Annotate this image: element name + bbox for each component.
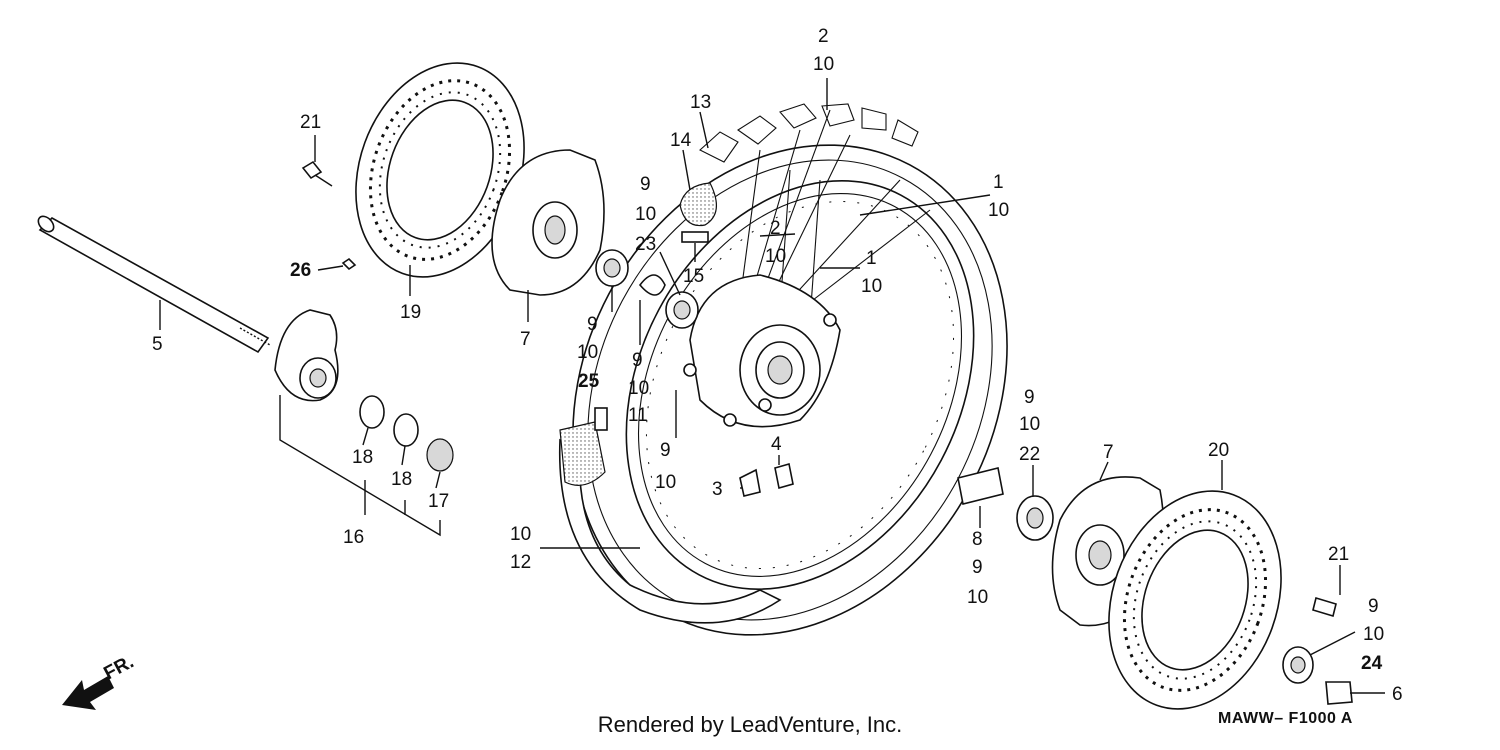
callout: 24 bbox=[1361, 653, 1383, 674]
callout: 9 bbox=[640, 174, 651, 195]
brake-disc-right bbox=[1108, 490, 1282, 710]
callout: 9 bbox=[1368, 596, 1379, 617]
seal-18a bbox=[359, 395, 385, 429]
valve-cap bbox=[774, 462, 794, 490]
callout: 21 bbox=[1328, 544, 1349, 565]
callout: 17 bbox=[428, 491, 449, 512]
callout: 14 bbox=[670, 130, 692, 151]
callout: 11 bbox=[628, 405, 648, 426]
callout: 10 bbox=[577, 342, 598, 363]
callout: 5 bbox=[152, 334, 163, 355]
callout: 18 bbox=[391, 469, 412, 490]
retainer bbox=[638, 274, 666, 296]
callout: 7 bbox=[1103, 442, 1114, 463]
callout: 12 bbox=[510, 552, 531, 573]
callout: 15 bbox=[683, 266, 704, 287]
disc-bolt-left bbox=[301, 160, 357, 271]
callout: 21 bbox=[300, 112, 321, 133]
callout: 9 bbox=[972, 557, 983, 578]
callout: 8 bbox=[972, 529, 983, 550]
front-arrow-icon: FR. bbox=[62, 652, 137, 710]
brake-disc-left bbox=[355, 62, 525, 278]
callout: 1 bbox=[866, 248, 877, 269]
callout: 7 bbox=[520, 329, 531, 350]
callout: 2 bbox=[818, 26, 829, 47]
speedometer-gearbox bbox=[274, 309, 339, 402]
seal-18b bbox=[393, 413, 419, 447]
callout: 9 bbox=[1024, 387, 1035, 408]
disc-bolt-right bbox=[1312, 596, 1337, 618]
callout: 23 bbox=[635, 234, 656, 255]
axle bbox=[37, 215, 271, 354]
collar-6 bbox=[1325, 681, 1353, 705]
valve-stem bbox=[739, 468, 761, 497]
callout: 3 bbox=[712, 479, 723, 500]
callout: 20 bbox=[1208, 440, 1229, 461]
callout: 9 bbox=[587, 314, 598, 335]
hub bbox=[683, 274, 841, 428]
tube-section bbox=[679, 182, 717, 243]
callout-labels: 2 10 13 14 9 10 1 10 2 10 15 23 1 10 21 … bbox=[152, 26, 1403, 705]
disc-cover-left bbox=[491, 149, 605, 296]
callout: 10 bbox=[1363, 624, 1384, 645]
callout: 16 bbox=[343, 527, 364, 548]
callout: 22 bbox=[1019, 444, 1040, 465]
callout: 25 bbox=[578, 371, 600, 392]
callout: 13 bbox=[690, 92, 711, 113]
callout: 10 bbox=[510, 524, 531, 545]
callout: 10 bbox=[628, 378, 649, 399]
callout: 4 bbox=[771, 434, 782, 455]
callout: 2 bbox=[770, 218, 781, 239]
callout: 10 bbox=[988, 200, 1009, 221]
callout: 10 bbox=[765, 246, 786, 267]
callout: 10 bbox=[655, 472, 676, 493]
callout: 26 bbox=[290, 260, 311, 281]
spacer-8 bbox=[957, 467, 1004, 505]
figure-code: MAWW– F1000 A bbox=[1218, 710, 1353, 727]
callout: 6 bbox=[1392, 684, 1403, 705]
callout: 9 bbox=[632, 350, 643, 371]
callout: 9 bbox=[660, 440, 671, 461]
leader-lines bbox=[159, 78, 1385, 694]
callout: 19 bbox=[400, 302, 421, 323]
callout: 10 bbox=[861, 276, 882, 297]
callout: 18 bbox=[352, 447, 373, 468]
callout: 1 bbox=[993, 172, 1004, 193]
callout: 10 bbox=[635, 204, 656, 225]
drive-gear bbox=[426, 438, 454, 472]
callout: 10 bbox=[967, 587, 988, 608]
callout: 10 bbox=[813, 54, 834, 75]
callout: 10 bbox=[1019, 414, 1040, 435]
footer-credit: Rendered by LeadVenture, Inc. bbox=[597, 712, 903, 737]
